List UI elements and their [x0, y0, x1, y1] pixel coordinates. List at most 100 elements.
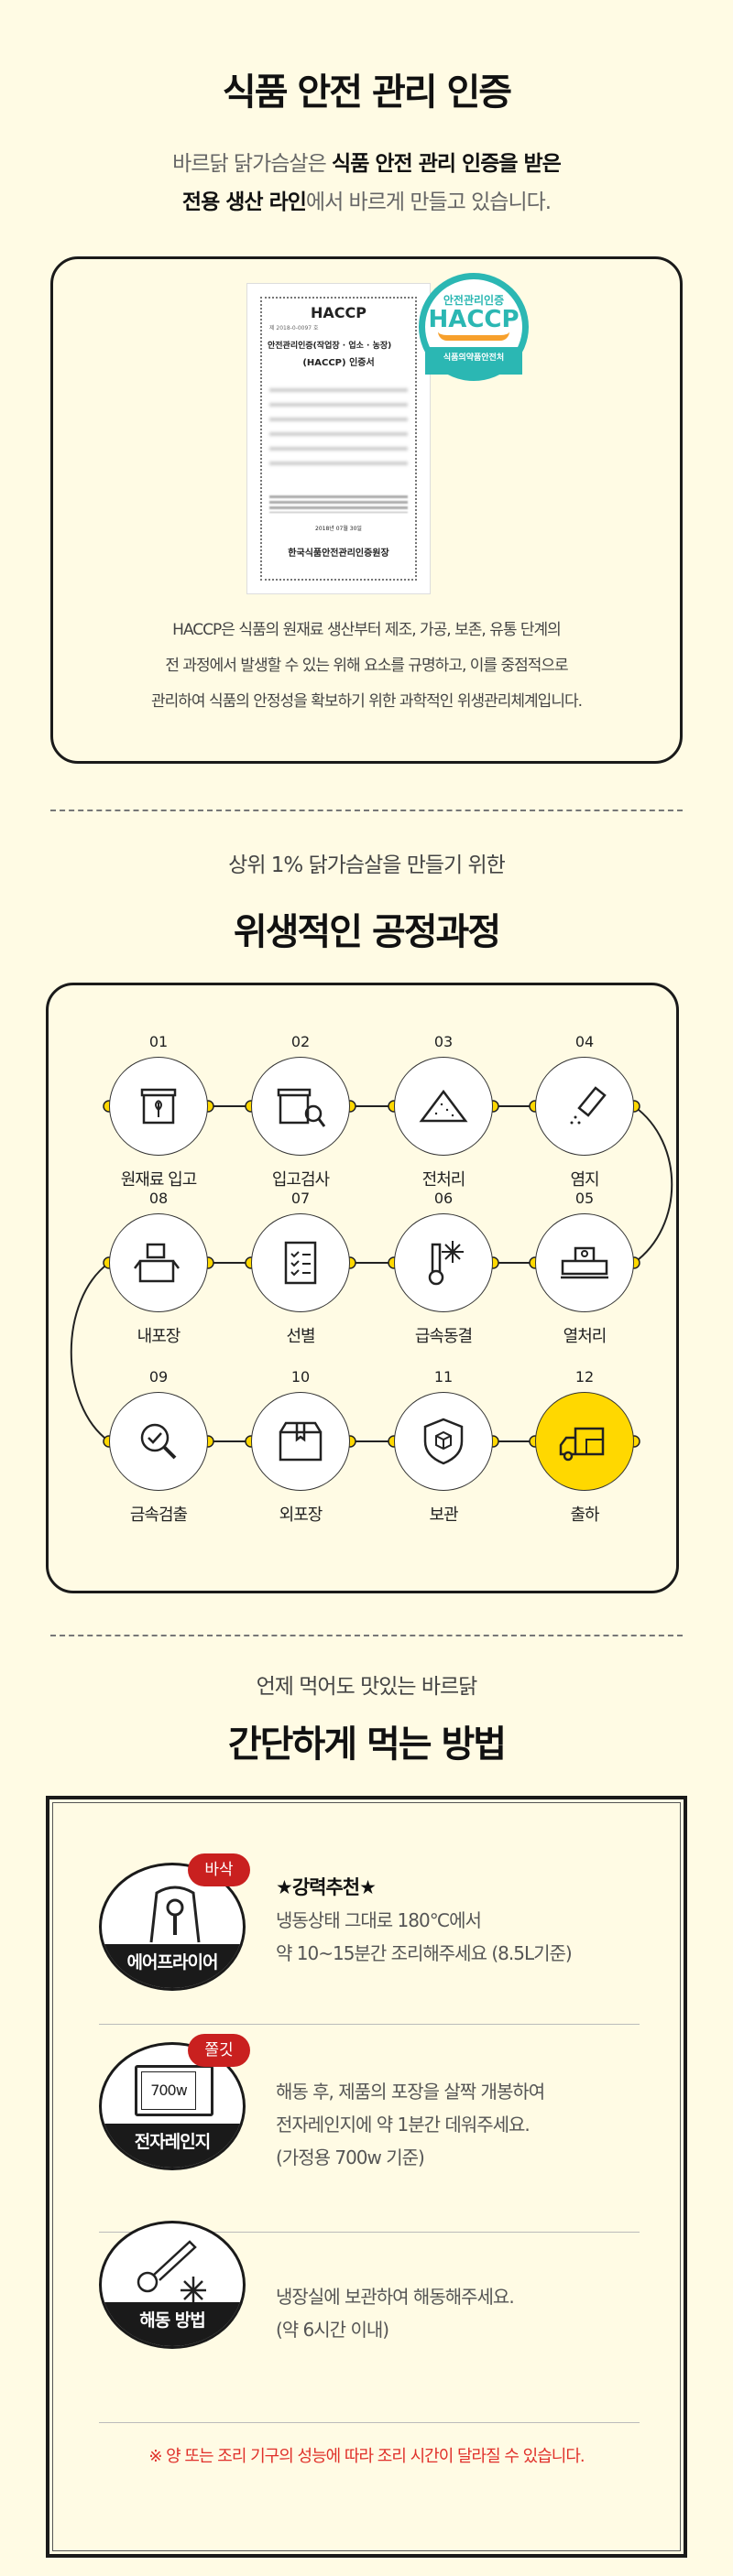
grain-sack-icon [140, 1088, 177, 1125]
process-step-03 [394, 1057, 493, 1156]
row-divider [99, 2232, 640, 2233]
cert-body-text [269, 493, 408, 513]
process-step-11 [394, 1392, 493, 1491]
haccp-desc: HACCP은 식품의 원재료 생산부터 제조, 가공, 보존, 유통 단계의 [172, 621, 562, 639]
crispy-bubble: 바삭 [188, 1853, 250, 1886]
method-box [46, 1796, 687, 2558]
sack-inspect-icon [277, 1088, 326, 1127]
method-box-inner [52, 1802, 681, 2551]
shield-box-icon [423, 1418, 464, 1465]
haccp-certificate-image: HACCP 제 2018-0-0097 호 안전관리인증(작업장 · 업소 · … [246, 283, 431, 594]
haccp-badge: 안전관리인증 HACCP 식품의약품안전처 [419, 273, 529, 381]
method-line: 전자레인지에 약 1분간 데워주세요. [276, 2114, 531, 2136]
step-label: 내포장 [137, 1327, 181, 1346]
step-number: 08 [148, 1190, 169, 1207]
step-number: 11 [433, 1368, 454, 1386]
process-step-01 [109, 1057, 208, 1156]
process-step-04 [535, 1057, 634, 1156]
connector-curve [633, 1105, 673, 1264]
method-title: 간단하게 먹는 방법 [227, 1723, 507, 1766]
method-caption: 해동 방법 [102, 2302, 243, 2346]
step-number: 07 [290, 1190, 311, 1207]
connector-curve [70, 1262, 110, 1442]
cert-title1: 안전관리인증(작업장 · 업소 · 농장) [268, 342, 392, 351]
cooking-note: ※ 양 또는 조리 기구의 성능에 따라 조리 시간이 달라질 수 있습니다. [148, 2447, 585, 2466]
thermometer-snowflake-icon [137, 2240, 206, 2304]
microwave-screen: 700w [141, 2071, 196, 2110]
method-subtitle: 언제 먹어도 맛있는 바르닭 [256, 1675, 478, 1699]
cert-intro: 바르닭 닭가슴살은 식품 안전 관리 인증을 받은 전용 생산 라인에서 바르게… [0, 145, 733, 222]
package-icon [279, 1421, 323, 1462]
process-title: 위생적인 공정과정 [233, 911, 501, 953]
process-step-07 [251, 1213, 350, 1312]
process-step-06 [394, 1213, 493, 1312]
intro-text: 바르닭 닭가슴살은 [172, 152, 333, 176]
step-number: 02 [290, 1033, 311, 1050]
step-number: 12 [574, 1368, 595, 1386]
process-step-05 [535, 1213, 634, 1312]
step-label: 출하 [570, 1505, 599, 1525]
intro-text: 에서 바르게 만들고 있습니다. [305, 190, 552, 214]
step-number: 03 [433, 1033, 454, 1050]
step-number: 04 [574, 1033, 595, 1050]
method-line: 냉장실에 보관하여 해동해주세요. [276, 2286, 515, 2308]
oven-icon [561, 1246, 608, 1279]
process-step-02 [251, 1057, 350, 1156]
badge-top: 안전관리인증 [443, 294, 505, 307]
row-divider [99, 2422, 640, 2423]
step-label: 외포장 [279, 1505, 323, 1525]
cert-date: 2018년 07월 30일 [315, 526, 362, 532]
process-step-10 [251, 1392, 350, 1491]
step-number: 09 [148, 1368, 169, 1386]
section-divider [50, 810, 683, 811]
cert-title: 식품 안전 관리 인증 [222, 71, 512, 114]
method-headline: ★강력추천★ [276, 1876, 377, 1898]
step-label: 급속동결 [414, 1327, 473, 1346]
delivery-truck-icon [559, 1427, 605, 1462]
step-label: 선별 [286, 1327, 315, 1346]
intro-bold: 전용 생산 라인 [181, 190, 307, 214]
cert-issuer: 한국식품안전관리인증원장 [288, 549, 389, 559]
thaw-badge: 해동 방법 [99, 2221, 246, 2349]
haccp-desc: 관리하여 식품의 안정성을 확보하기 위한 과학적인 위생관리체계입니다. [150, 692, 583, 711]
section-divider [50, 1635, 683, 1636]
step-label: 열처리 [563, 1327, 607, 1346]
step-number: 06 [433, 1190, 454, 1207]
badge-mid: HACCP [428, 306, 520, 333]
chewy-bubble: 쫄깃 [188, 2034, 250, 2067]
method-line: 냉동상태 그대로 180℃에서 [276, 1909, 482, 1931]
microwave-icon: 700w [135, 2065, 213, 2116]
powder-pile-icon [419, 1089, 468, 1123]
cert-header: HACCP [311, 304, 366, 321]
process-step-09 [109, 1392, 208, 1491]
thermometer-snowflake-icon [428, 1241, 464, 1286]
airfryer-icon [149, 1886, 201, 1943]
step-number: 01 [148, 1033, 169, 1050]
step-number: 05 [574, 1190, 595, 1207]
method-caption: 전자레인지 [102, 2124, 243, 2168]
process-step-12 [535, 1392, 634, 1491]
step-label: 금속검출 [129, 1505, 188, 1525]
step-label: 원재료 입고 [120, 1170, 198, 1190]
method-line: (약 6시간 이내) [276, 2319, 389, 2341]
magnifier-check-icon [140, 1423, 177, 1460]
method-line: (가정용 700w 기준) [276, 2147, 425, 2168]
method-line: 약 10~15분간 조리해주세요 (8.5L기준) [276, 1942, 573, 1964]
badge-bottom: 식품의약품안전처 [425, 347, 522, 375]
cert-number: 제 2018-0-0097 호 [269, 325, 319, 332]
cert-title2: (HACCP) 인증서 [302, 358, 375, 368]
process-step-08 [109, 1213, 208, 1312]
haccp-box [50, 256, 683, 764]
microwave-badge: 700w 전자레인지 [99, 2042, 246, 2170]
blurred-details [269, 381, 408, 473]
boxes-icon [134, 1243, 180, 1283]
step-label: 염지 [570, 1170, 599, 1190]
row-divider [99, 2024, 640, 2025]
haccp-desc: 전 과정에서 발생할 수 있는 위해 요소를 규명하고, 이를 중점적으로 [165, 657, 568, 675]
step-label: 입고검사 [271, 1170, 330, 1190]
clipboard-check-icon [284, 1241, 317, 1285]
method-caption: 에어프라이어 [102, 1944, 243, 1988]
process-subtitle: 상위 1% 닭가슴살을 만들기 위한 [228, 853, 506, 877]
method-line: 해동 후, 제품의 포장을 살짝 개봉하여 [276, 2081, 545, 2103]
